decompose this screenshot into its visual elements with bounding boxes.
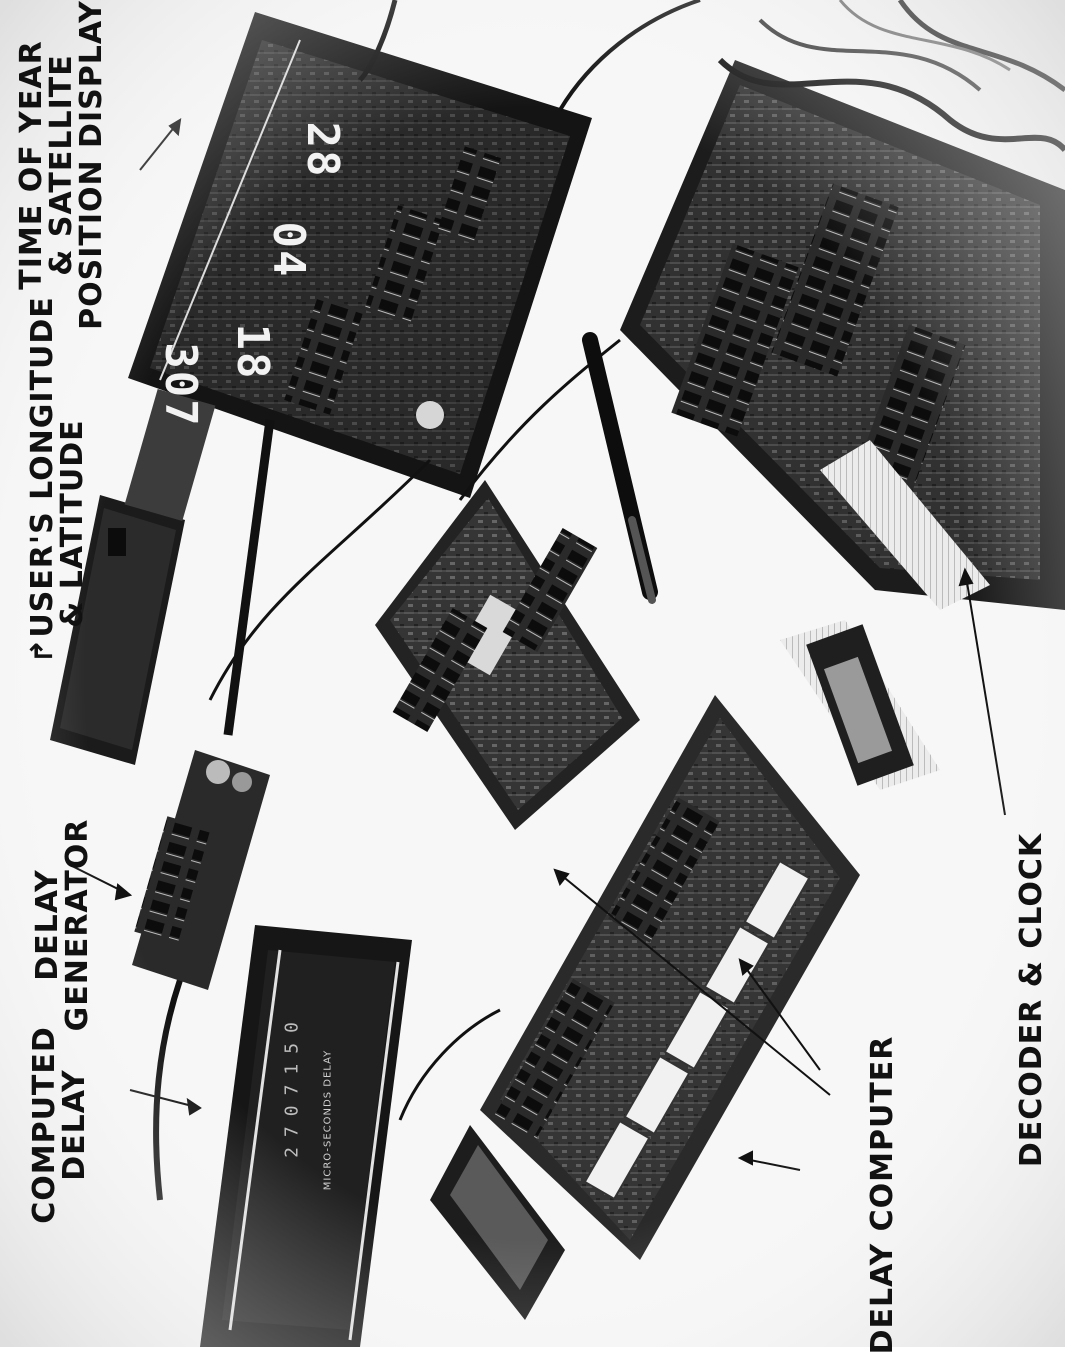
photograph: [0, 0, 1065, 1347]
